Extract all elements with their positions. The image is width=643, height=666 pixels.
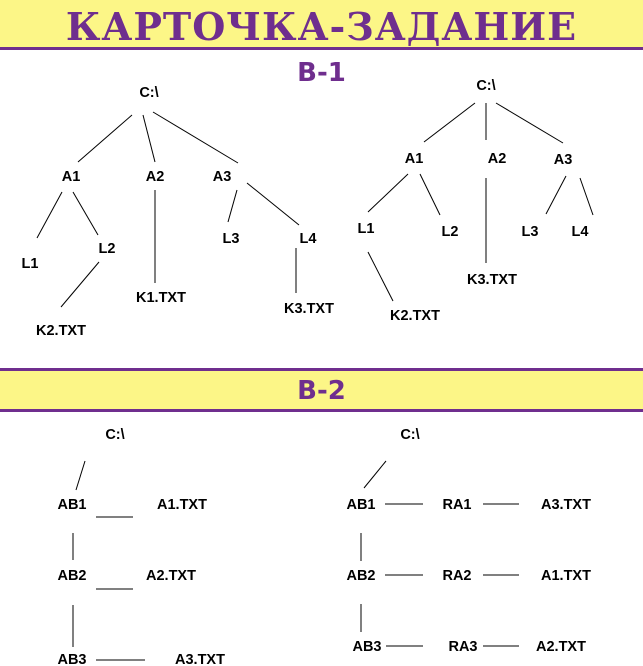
node-root: C:\	[400, 427, 419, 443]
node-file: K3.TXT	[467, 272, 517, 288]
node-folder: AB3	[352, 639, 381, 655]
node-folder: RA1	[442, 497, 471, 513]
node-folder: AB1	[346, 497, 375, 513]
node-file: A3.TXT	[175, 652, 225, 666]
node-folder: L1	[358, 221, 375, 237]
node-folder: L3	[223, 231, 240, 247]
node-root: C:\	[105, 427, 124, 443]
edge	[367, 251, 394, 302]
edge	[72, 191, 99, 236]
node-folder: A1	[62, 169, 81, 185]
page-title: КАРТОЧКА-ЗАДАНИЕ	[65, 4, 578, 49]
tree-1: C:\ A1 A2 A3 L1 L2 L3 L4 K2.TXT K1.TXT K…	[22, 85, 335, 339]
node-folder: AB1	[57, 497, 86, 513]
node-root: C:\	[476, 78, 495, 94]
title-band	[0, 0, 643, 50]
node-folder: RA3	[448, 639, 477, 655]
edge	[495, 102, 564, 144]
edge	[423, 102, 476, 143]
edge	[363, 460, 387, 489]
node-folder: A2	[146, 169, 165, 185]
edge	[579, 177, 594, 216]
node-folder: L4	[572, 224, 589, 240]
node-root: C:\	[139, 85, 158, 101]
edge	[367, 173, 409, 213]
node-folder: A1	[405, 151, 424, 167]
node-file: K1.TXT	[136, 290, 186, 306]
node-file: K2.TXT	[36, 323, 86, 339]
edge	[142, 114, 156, 163]
node-file: A2.TXT	[146, 568, 196, 584]
node-folder: RA2	[442, 568, 471, 584]
edge	[246, 182, 300, 226]
tree-2: C:\ A1 A2 A3 L1 L2 L3 L4 K3.TXT K2.TXT	[358, 78, 594, 324]
edge	[152, 111, 239, 164]
node-file: A3.TXT	[541, 497, 591, 513]
variant-1-heading: В-1	[297, 58, 346, 88]
node-folder: L4	[300, 231, 317, 247]
edge	[419, 173, 441, 216]
edge	[227, 189, 238, 223]
node-folder: L2	[442, 224, 459, 240]
variant-2-heading: В-2	[297, 376, 346, 406]
node-folder: L2	[99, 241, 116, 257]
variant-band	[0, 368, 643, 412]
tree-4: C:\ AB1 AB2 AB3 RA1 RA2 RA3 A3.TXT A1.TX…	[346, 427, 591, 655]
edge	[36, 191, 63, 239]
node-folder: A3	[554, 152, 573, 168]
node-folder: AB2	[346, 568, 375, 584]
edge	[545, 175, 567, 215]
edge	[75, 460, 86, 491]
node-file: A1.TXT	[541, 568, 591, 584]
node-folder: A2	[488, 151, 507, 167]
node-file: A2.TXT	[536, 639, 586, 655]
node-file: K2.TXT	[390, 308, 440, 324]
edge	[60, 261, 100, 308]
edge	[77, 114, 133, 163]
node-folder: AB2	[57, 568, 86, 584]
node-folder: A3	[213, 169, 232, 185]
node-file: K3.TXT	[284, 301, 334, 317]
node-folder: L1	[22, 256, 39, 272]
node-folder: L3	[522, 224, 539, 240]
node-folder: AB3	[57, 652, 86, 666]
tree-3: C:\ AB1 AB2 AB3 A1.TXT A2.TXT A3.TXT	[57, 427, 225, 666]
node-file: A1.TXT	[157, 497, 207, 513]
